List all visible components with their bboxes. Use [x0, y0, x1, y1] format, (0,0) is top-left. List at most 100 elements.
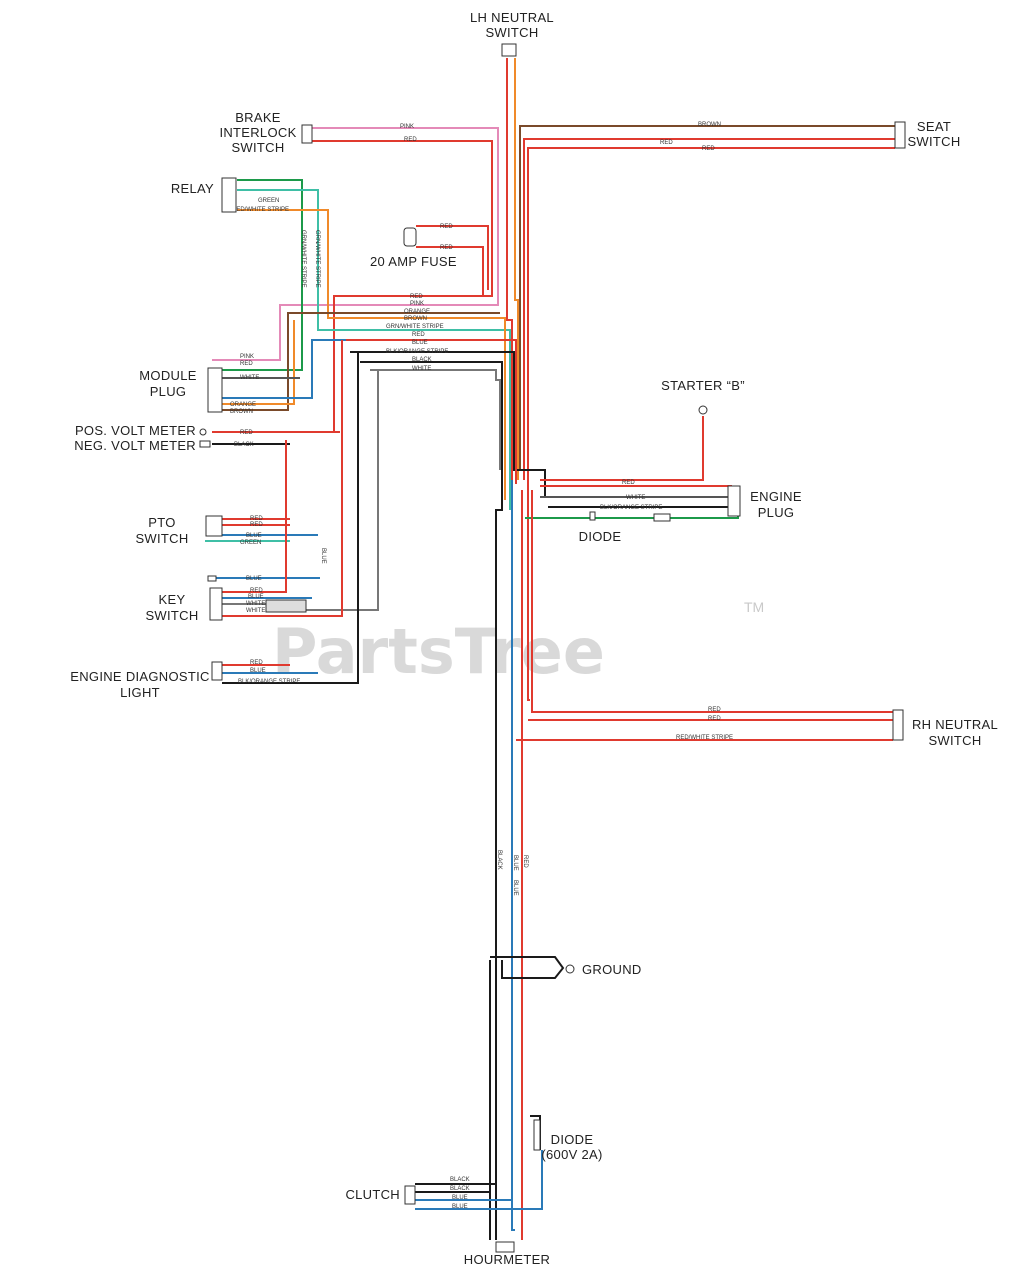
module-label-1: MODULE — [139, 368, 196, 383]
relay-connector — [221, 177, 237, 213]
wire-relay-redwhite — [237, 209, 506, 500]
pto-label-2: SWITCH — [135, 531, 188, 546]
diag-label-2: LIGHT — [120, 685, 160, 700]
clutch-label: CLUTCH — [345, 1187, 400, 1202]
wire-label-redwhite: RED/WHITE STRIPE — [232, 207, 289, 213]
wire-seat-brown — [519, 125, 895, 470]
engine-plug-label-2: PLUG — [758, 505, 795, 520]
component-labels: LH NEUTRAL SWITCH BRAKE INTERLOCK SWITCH… — [70, 10, 998, 1267]
wire-label-brown: BROWN — [404, 316, 427, 322]
wire-relay-teal — [237, 189, 511, 510]
engine-plug-label-1: ENGINE — [750, 489, 802, 504]
wire-label-black: BLACK — [450, 1186, 470, 1192]
ground-terminal — [565, 964, 575, 974]
wire-label-blue: BLUE — [512, 855, 518, 871]
wire-label-red: RED — [404, 137, 417, 143]
wire-label-blue: BLUE — [512, 880, 518, 896]
wire-label-blue: BLUE — [248, 594, 264, 600]
rh-neutral-label-1: RH NEUTRAL — [912, 717, 998, 732]
key-bracket — [265, 599, 307, 613]
diag-label-1: ENGINE DIAGNOSTIC — [70, 669, 209, 684]
wire-lh-neutral-red — [506, 58, 513, 480]
brake-label-3: SWITCH — [231, 140, 284, 155]
wire-label-red: RED — [702, 146, 715, 152]
wire-fuse-red2 — [416, 246, 484, 296]
wire-engine-red-starter — [540, 416, 704, 481]
watermark: PartsTree — [272, 615, 605, 688]
diode2-label-1: DIODE — [551, 1132, 594, 1147]
wire-label-black: BLACK — [496, 850, 502, 870]
wire-label-white: WHITE — [246, 608, 265, 614]
wire-seat-red1 — [523, 138, 895, 480]
wire-label-grnwhite: GRN/WHITE STRIPE — [386, 324, 444, 330]
wire-label-red: RED — [240, 430, 253, 436]
brake-label-2: INTERLOCK — [219, 125, 296, 140]
lh-neutral-connector — [501, 43, 517, 57]
wire-label-red: RED — [660, 140, 673, 146]
wire-labels: PINK RED BROWN RED RED GREEN RED/WHITE S… — [230, 122, 733, 1210]
wire-bus-black — [360, 361, 503, 1240]
engine-connector — [727, 485, 741, 517]
wire-label-blue: BLUE — [246, 576, 262, 582]
wire-label-red: RED — [522, 855, 528, 868]
fuse-holder — [403, 227, 417, 247]
wire-label-pink: PINK — [240, 354, 254, 360]
key-label-1: KEY — [159, 592, 186, 607]
pos-volt-label: POS. VOLT METER — [75, 423, 196, 438]
wire-label-white: WHITE — [412, 366, 431, 372]
wire-label-green: GREEN — [258, 198, 279, 204]
wire-label-white: WHITE — [240, 375, 259, 381]
rh-neutral-label-2: SWITCH — [928, 733, 981, 748]
wire-lh-neutral-orange — [514, 58, 519, 480]
wire-module-brown — [212, 312, 500, 411]
wire-module-orange — [212, 320, 295, 405]
wire-label-red: RED — [250, 522, 263, 528]
wire-bus-white — [370, 369, 501, 470]
wire-label-blue: BLUE — [452, 1195, 468, 1201]
wire-label-brown: BROWN — [230, 409, 253, 415]
wire-label-red: RED — [708, 716, 721, 722]
wire-label-black: BLACK — [450, 1177, 470, 1183]
key-aux-terminal — [207, 575, 217, 582]
wire-label-blue: BLUE — [320, 548, 326, 564]
wire-label-orange: ORANGE — [230, 402, 256, 408]
wire-label-grnwhite: GRN/WHITE STRIPE — [314, 230, 320, 288]
wire-brake-red — [212, 140, 493, 433]
wire-label-blue: BLUE — [412, 340, 428, 346]
wire-seat-red2 — [527, 147, 895, 701]
rh-neutral-connector — [892, 709, 904, 741]
pto-label-1: PTO — [148, 515, 175, 530]
diode2-symbol — [533, 1119, 541, 1151]
key-label-2: SWITCH — [145, 608, 198, 623]
wire-label-red: RED — [440, 245, 453, 251]
pos-volt-terminal — [199, 428, 207, 436]
wire-clutch-blue2 — [415, 1150, 543, 1210]
wire-harness — [205, 58, 895, 1240]
inline-connector — [653, 513, 671, 522]
wire-label-pink: PINK — [400, 124, 414, 130]
relay-label: RELAY — [171, 181, 214, 196]
wire-label-red: RED — [240, 361, 253, 367]
module-connector — [207, 367, 223, 413]
wire-label-white: WHITE — [246, 601, 265, 607]
wire-bus-red — [346, 339, 517, 484]
starter-terminal — [698, 405, 708, 415]
wire-label-red: RED — [708, 707, 721, 713]
pto-connector — [205, 515, 223, 537]
wire-label-black: BLACK — [412, 357, 432, 363]
hourmeter-connector — [495, 1241, 515, 1253]
wire-label-red: RED — [410, 294, 423, 300]
wire-label-redwhite: RED/WHITE STRIPE — [676, 735, 733, 741]
wire-label-red: RED — [250, 516, 263, 522]
brake-connector — [301, 124, 313, 144]
wire-label-red: RED — [622, 480, 635, 486]
wire-label-blue: BLUE — [452, 1204, 468, 1210]
fuse-label: 20 AMP FUSE — [370, 254, 457, 269]
key-connector — [209, 587, 223, 621]
seat-label-2: SWITCH — [907, 134, 960, 149]
wire-ground — [490, 956, 565, 979]
lh-neutral-label-2: SWITCH — [485, 25, 538, 40]
wire-fuse-red1 — [416, 225, 489, 290]
wire-vert-blue — [511, 480, 515, 1231]
wire-label-blkorange: BLK/ORANGE STRIPE — [386, 349, 448, 355]
